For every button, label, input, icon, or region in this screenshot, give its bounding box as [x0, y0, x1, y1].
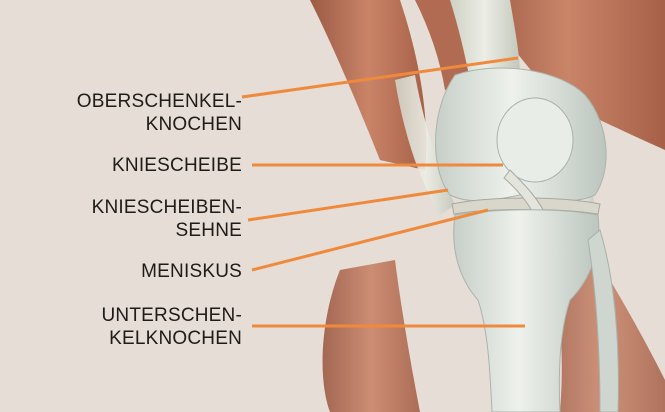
label-femur-line2: KNOCHEN [77, 113, 242, 136]
label-patella-line1: KNIESCHEIBE [112, 154, 242, 177]
label-patellar-tendon: KNIESCHEIBEN- SEHNE [92, 196, 242, 242]
label-patellar-tendon-line1: KNIESCHEIBEN- [92, 196, 242, 219]
label-femur: OBERSCHENKEL- KNOCHEN [77, 90, 242, 136]
patella-bone [497, 98, 573, 182]
label-patella: KNIESCHEIBE [112, 154, 242, 177]
label-patellar-tendon-line2: SEHNE [92, 219, 242, 242]
label-meniscus: MENISKUS [141, 260, 242, 283]
label-tibia: UNTERSCHEN- KELKNOCHEN [102, 304, 242, 350]
label-meniscus-line1: MENISKUS [141, 260, 242, 283]
label-femur-line1: OBERSCHENKEL- [77, 90, 242, 113]
calf-muscle-left [323, 260, 420, 412]
leader-line-meniscus [252, 210, 488, 270]
leader-line-patellar-tendon [248, 190, 448, 220]
label-tibia-line1: UNTERSCHEN- [102, 304, 242, 327]
label-tibia-line2: KELKNOCHEN [102, 327, 242, 350]
